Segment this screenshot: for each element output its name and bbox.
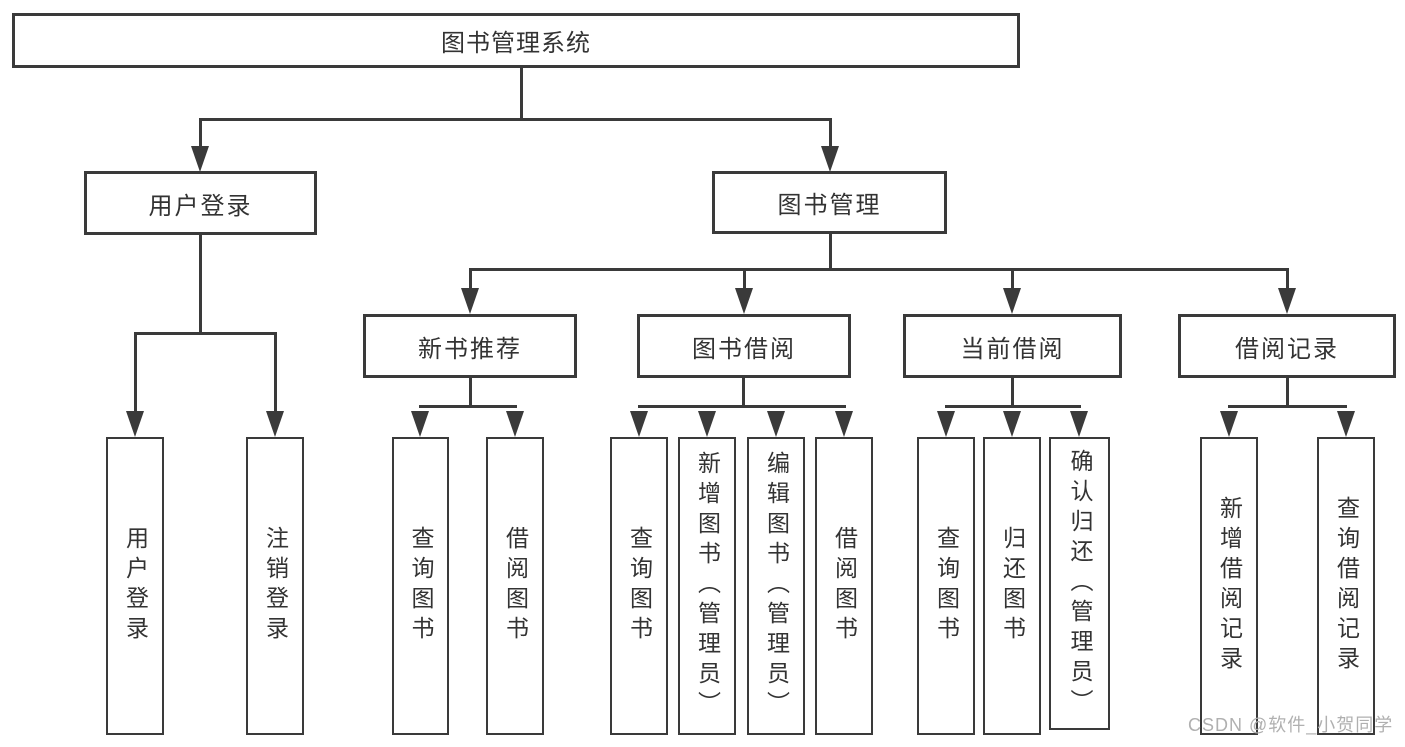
arrow-down-icon [411,411,429,437]
edge-recommend-bar [419,405,517,408]
edge-userlogin-bar [134,332,277,335]
edge-stem-user-login [199,121,202,147]
leaf-query-books-recommend: 查询图书 [392,437,449,735]
csdn-watermark: CSDN @软件_小贺同学 [1188,715,1394,735]
arrow-down-icon [506,411,524,437]
arrow-down-icon [1070,411,1088,437]
leaf-add-borrow-record: 新增借阅记录 [1200,437,1258,735]
leaf-add-books-admin: 新增图书（管理员） [678,437,736,735]
arrow-down-icon [1220,411,1238,437]
leaf-borrow-books-recommend: 借阅图书 [486,437,544,735]
edge-bookmgmt-trunk [829,234,832,271]
arrow-down-icon [191,146,209,172]
node-current-borrow: 当前借阅 [903,314,1122,378]
node-user-login: 用户登录 [84,171,317,235]
edge-bookmgmt-bar [469,268,1289,271]
arrow-down-icon [461,288,479,314]
edge-current-bar [945,405,1081,408]
arrow-down-icon [266,411,284,437]
edge-root-bar [199,118,832,121]
arrow-down-icon [937,411,955,437]
edge-stem-records [1286,271,1289,289]
arrow-down-icon [698,411,716,437]
edge-recommend-trunk [469,378,472,407]
node-root-library-system: 图书管理系统 [12,13,1020,68]
node-new-book-recommend: 新书推荐 [363,314,577,378]
arrow-down-icon [1337,411,1355,437]
arrow-down-icon [1003,411,1021,437]
leaf-user-login: 用户登录 [106,437,164,735]
edge-stem-leaf-login [134,335,137,412]
edge-userlogin-trunk [199,235,202,335]
arrow-down-icon [630,411,648,437]
edge-records-trunk [1286,378,1289,407]
edge-records-bar [1228,405,1347,408]
arrow-down-icon [835,411,853,437]
edge-stem-leaf-logout [274,335,277,412]
node-book-borrow: 图书借阅 [637,314,851,378]
arrow-down-icon [1003,288,1021,314]
edge-borrow-trunk [742,378,745,407]
leaf-edit-books-admin: 编辑图书（管理员） [747,437,805,735]
edge-current-trunk [1011,378,1014,407]
arrow-down-icon [735,288,753,314]
node-borrow-records: 借阅记录 [1178,314,1396,378]
leaf-logout: 注销登录 [246,437,304,735]
edge-borrow-bar [638,405,846,408]
leaf-borrow-books: 借阅图书 [815,437,873,735]
edge-stem-current [1011,271,1014,289]
arrow-down-icon [767,411,785,437]
leaf-query-books-current: 查询图书 [917,437,975,735]
edge-root-trunk [520,68,523,121]
node-book-management: 图书管理 [712,171,947,234]
leaf-confirm-return-admin: 确认归还（管理员） [1049,437,1110,730]
edge-stem-book-mgmt [829,121,832,147]
arrow-down-icon [1278,288,1296,314]
edge-stem-borrow [743,271,746,289]
arrow-down-icon [126,411,144,437]
leaf-return-books: 归还图书 [983,437,1041,735]
edge-stem-recommend [469,271,472,289]
leaf-query-borrow-record: 查询借阅记录 [1317,437,1375,735]
leaf-query-books-borrow: 查询图书 [610,437,668,735]
arrow-down-icon [821,146,839,172]
